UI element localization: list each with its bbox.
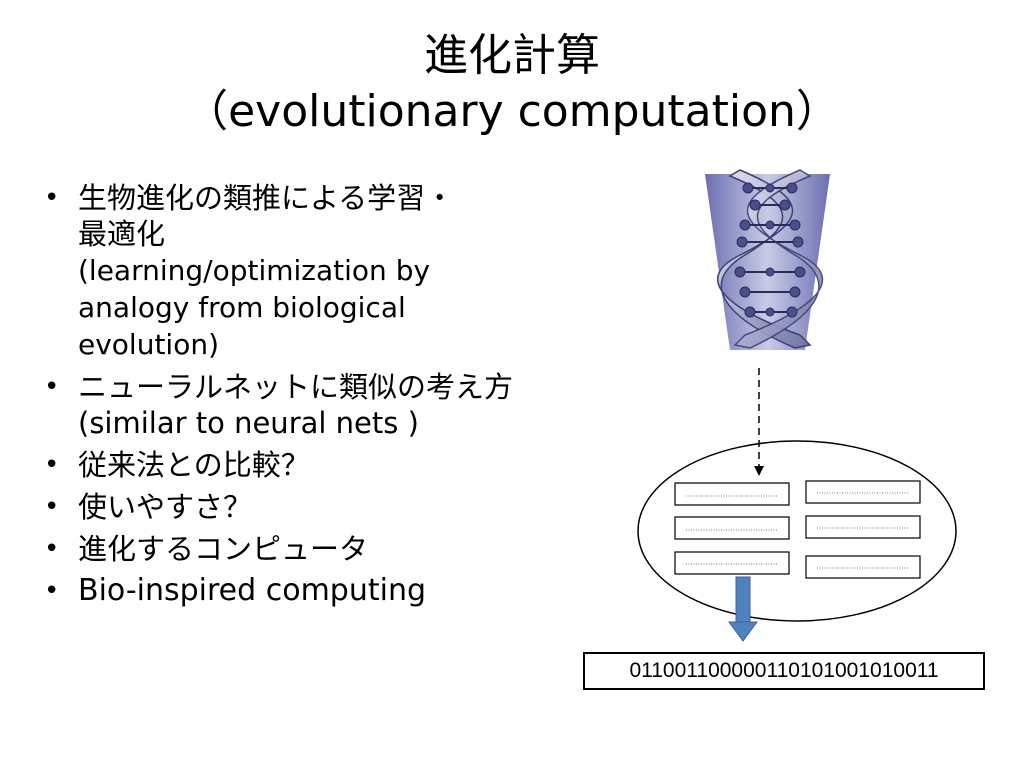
decode-arrowhead	[728, 621, 758, 642]
title-english: （evolutionary computation）	[184, 86, 840, 137]
population-ellipse	[637, 440, 957, 622]
dna-helix-icon	[705, 169, 830, 350]
bullet-glyph: •	[44, 183, 60, 213]
bullet-text: 進化するコンピュータ	[78, 532, 369, 566]
bullet-glyph: •	[44, 372, 60, 402]
bullet-text: Bio-inspired computing	[78, 573, 427, 608]
binary-string: 011001100000110101001010011	[583, 652, 985, 690]
bullet-item: • 進化するコンピュータ	[40, 531, 620, 567]
chromosome-box	[805, 555, 921, 579]
slide-title: 進化計算 （evolutionary computation）	[0, 28, 1024, 140]
title-japanese: 進化計算	[424, 30, 600, 81]
decode-arrow-shaft	[735, 576, 751, 624]
chromosome-box	[674, 551, 790, 575]
bullet-item: • 従来法との比較？	[40, 447, 620, 483]
bullet-glyph: •	[44, 534, 60, 564]
bullet-glyph: •	[44, 492, 60, 522]
bullet-glyph: •	[44, 576, 60, 606]
chromosome-box	[805, 515, 921, 539]
bullet-item: • 使いやすさ？	[40, 489, 620, 525]
bullet-text: ニューラルネットに類似の考え方 (similar to neural nets …	[78, 370, 514, 440]
bullet-item: • Bio-inspired computing	[40, 573, 620, 609]
chromosome-box	[674, 482, 790, 506]
bullet-item: • ニューラルネットに類似の考え方 (similar to neural net…	[40, 369, 620, 441]
bullet-text: 使いやすさ？	[78, 490, 253, 524]
bullet-item: • 生物進化の類推による学習・最適化 (learning/optimizatio…	[40, 180, 620, 363]
chromosome-boxes	[674, 480, 921, 579]
chromosome-box	[674, 516, 790, 540]
bullet-subtext: (learning/optimization by analogy from b…	[78, 254, 431, 361]
bullet-list: • 生物進化の類推による学習・最適化 (learning/optimizatio…	[40, 180, 620, 615]
dashed-arrowhead	[754, 466, 764, 476]
bullet-glyph: •	[44, 450, 60, 480]
bullet-text: 生物進化の類推による学習・最適化	[78, 181, 455, 251]
chromosome-box	[805, 480, 921, 504]
bullet-text: 従来法との比較？	[78, 448, 310, 482]
